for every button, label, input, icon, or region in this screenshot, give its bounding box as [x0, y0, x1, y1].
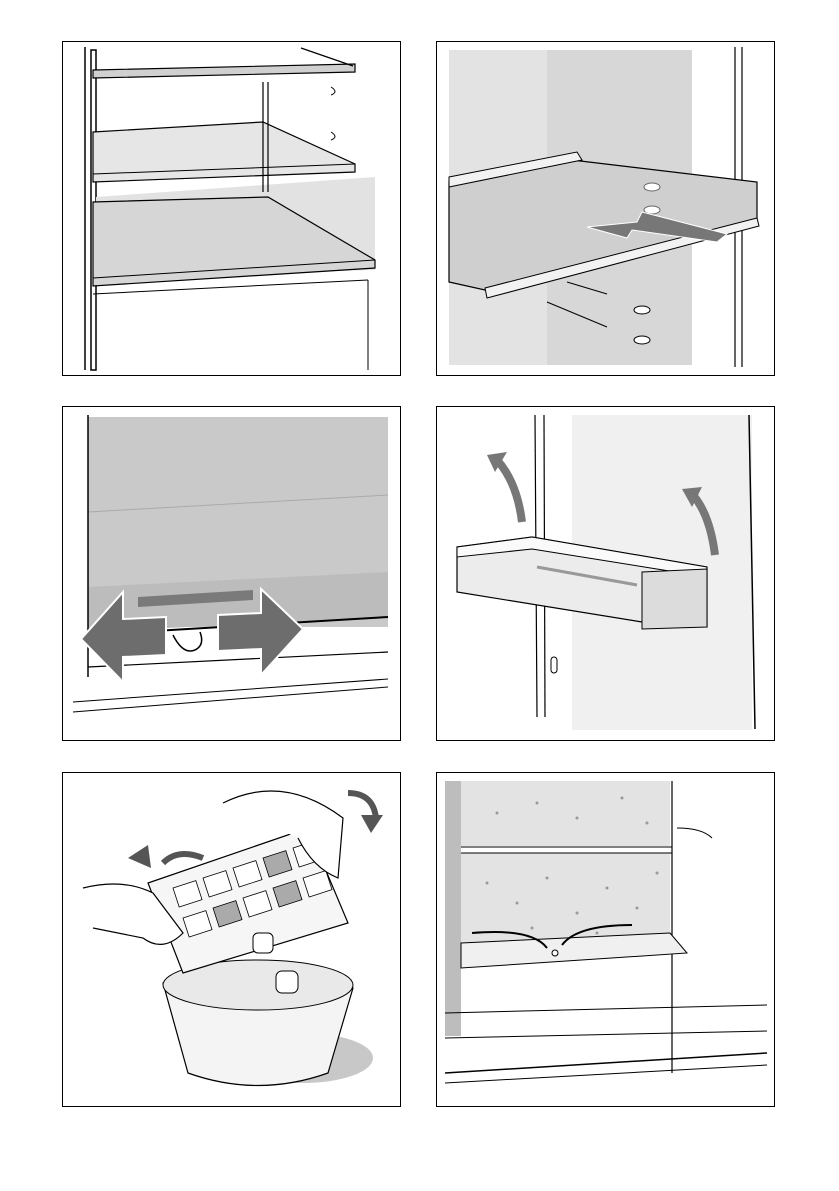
panel-pull-out-shelf: [436, 41, 775, 376]
panel-ice-cube-tray: [62, 772, 401, 1107]
slide-cover-illustration: [63, 407, 400, 740]
panel-slide-cover: [62, 406, 401, 741]
panel-defrost-drain: [436, 772, 775, 1107]
fridge-shelves-illustration: [63, 42, 400, 375]
pull-out-shelf-illustration: [437, 42, 774, 375]
panel-fridge-shelves: [62, 41, 401, 376]
lift-door-shelf-illustration: [437, 407, 774, 740]
defrost-drain-illustration: [437, 773, 774, 1106]
panel-lift-door-shelf: [436, 406, 775, 741]
ice-cube-tray-illustration: [63, 773, 400, 1106]
